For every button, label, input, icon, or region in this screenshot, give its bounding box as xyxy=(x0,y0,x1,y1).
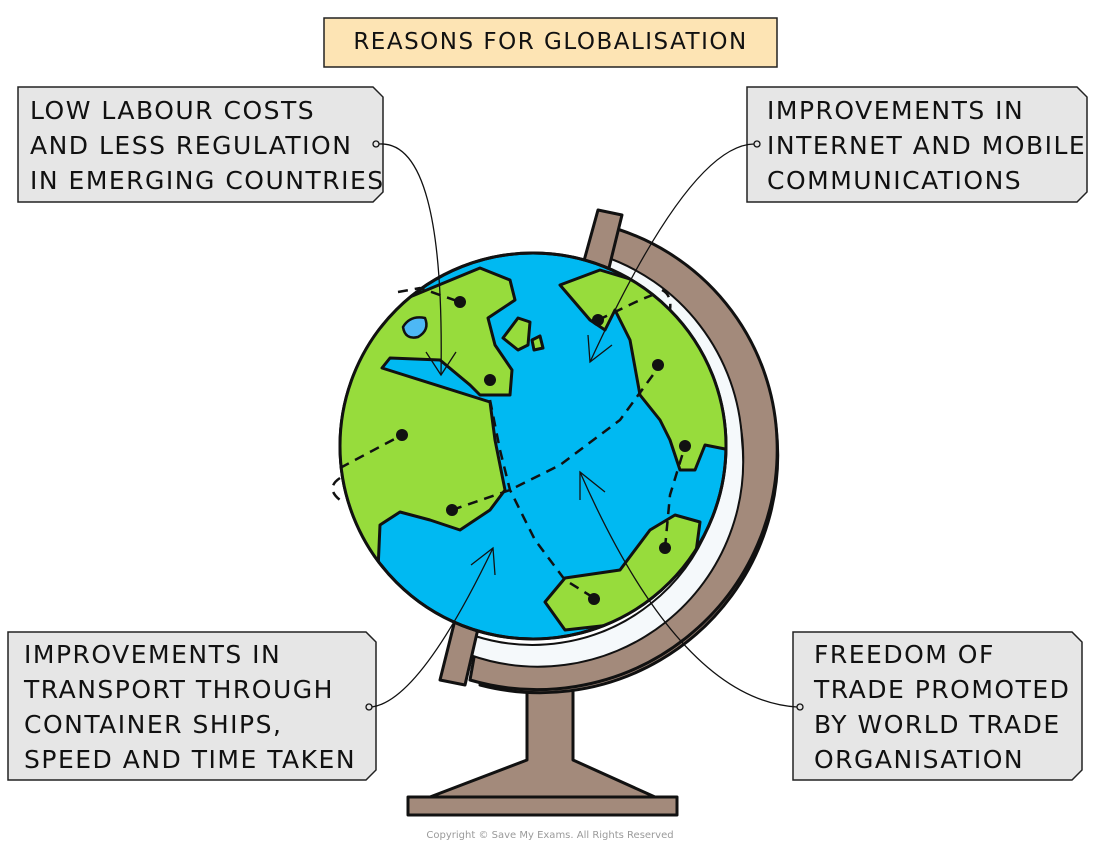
reason-line: CONTAINER SHIPS, xyxy=(24,710,283,739)
island xyxy=(501,316,532,352)
reason-box-3 xyxy=(7,631,377,781)
reason-line: IMPROVEMENTS IN xyxy=(767,96,1025,125)
reason-line: IN EMERGING COUNTRIES xyxy=(30,166,385,195)
reason-line: TRANSPORT THROUGH xyxy=(24,675,334,704)
reason-transport: IMPROVEMENTS IN TRANSPORT THROUGH CONTAI… xyxy=(24,637,356,777)
trade-routes xyxy=(331,286,687,600)
reason-box-4 xyxy=(792,631,1083,781)
reason-internet-mobile: IMPROVEMENTS IN INTERNET AND MOBILE COMM… xyxy=(767,93,1086,198)
island-small xyxy=(530,334,545,352)
connector-arrows xyxy=(365,140,804,711)
copyright-notice: Copyright © Save My Exams. All Rights Re… xyxy=(426,830,674,841)
city-dots xyxy=(396,296,691,605)
reason-line: TRADE PROMOTED xyxy=(814,675,1071,704)
reason-free-trade: FREEDOM OF TRADE PROMOTED BY WORLD TRADE… xyxy=(814,637,1070,777)
diagram-title: REASONS FOR GLOBALISATION xyxy=(353,29,748,55)
reason-line: BY WORLD TRADE xyxy=(814,710,1061,739)
lake xyxy=(401,316,428,339)
reason-low-labour-costs: LOW LABOUR COSTS AND LESS REGULATION IN … xyxy=(30,93,385,198)
title-box xyxy=(323,17,778,68)
reason-box-1 xyxy=(17,86,384,203)
reason-line: COMMUNICATIONS xyxy=(767,166,1023,195)
reason-line: INTERNET AND MOBILE xyxy=(767,131,1087,160)
reason-line: SPEED AND TIME TAKEN xyxy=(24,745,357,774)
reason-line: AND LESS REGULATION xyxy=(30,131,353,160)
reason-box-2 xyxy=(746,86,1088,203)
reason-line: LOW LABOUR COSTS xyxy=(30,96,316,125)
reason-line: IMPROVEMENTS IN xyxy=(24,640,282,669)
reason-line: ORGANISATION xyxy=(814,745,1025,774)
globe-stand xyxy=(406,208,780,817)
globe xyxy=(338,251,728,641)
reason-line: FREEDOM OF xyxy=(814,640,995,669)
